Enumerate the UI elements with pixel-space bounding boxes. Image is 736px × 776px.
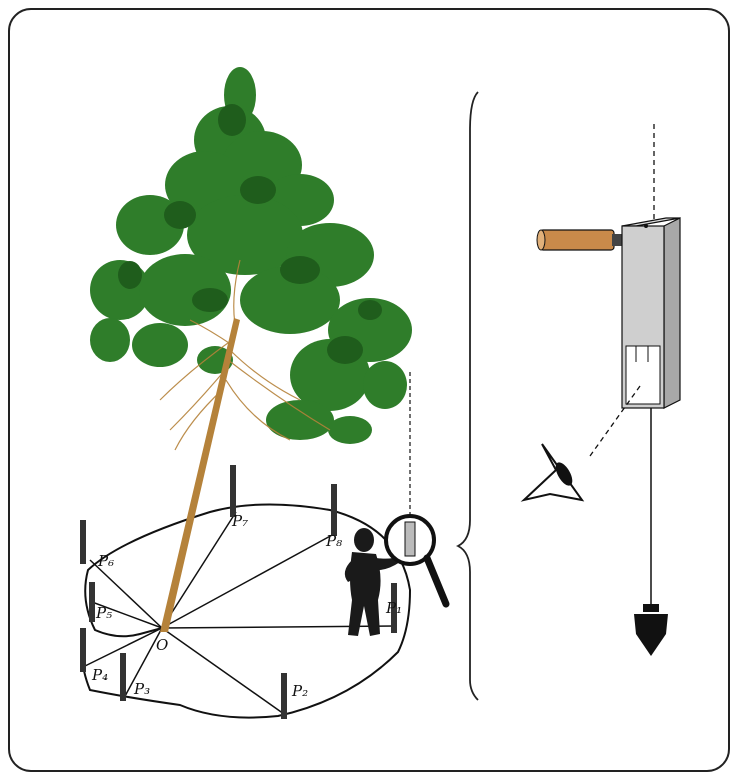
label-p4: P₄ <box>91 666 108 684</box>
label-p5: P₅ <box>95 604 112 622</box>
clinometer-icon <box>622 218 680 408</box>
handle-icon <box>537 230 624 250</box>
label-p2: P₂ <box>291 682 308 700</box>
label-p6: P₆ <box>97 552 114 570</box>
label-p8: P₈ <box>325 532 342 550</box>
label-p3: P₃ <box>133 680 150 698</box>
label-center-o: O <box>156 636 168 654</box>
label-p7: P₇ <box>231 512 248 530</box>
label-p1: P₁ <box>385 599 402 617</box>
